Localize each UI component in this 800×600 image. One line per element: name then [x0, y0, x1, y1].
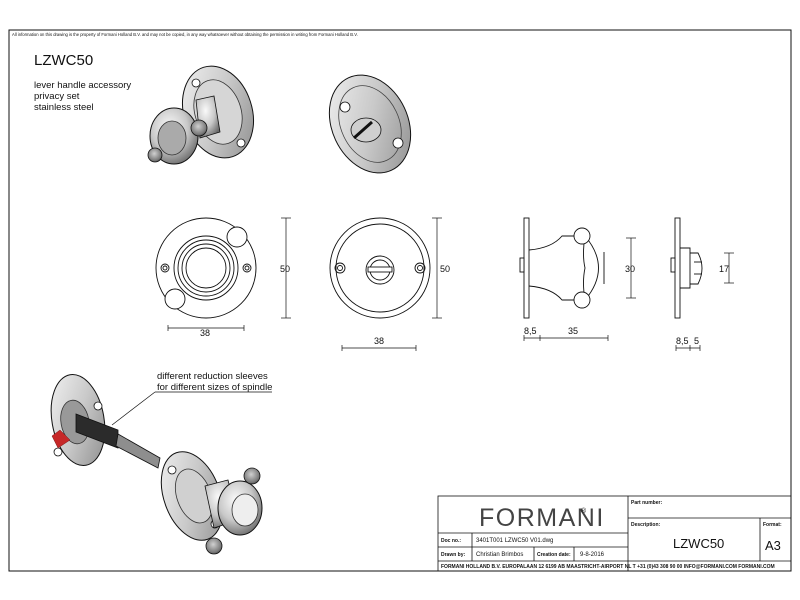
doc-no-label: Doc no.:	[441, 538, 461, 544]
drawn-by-label: Drawn by:	[441, 552, 466, 558]
knob-depth-label: 35	[568, 326, 578, 336]
doc-no-value: 3401T001 LZWC50 V01.dwg	[476, 538, 553, 544]
plate-turn-depth-label: 5	[694, 336, 699, 346]
side-view-plate-height-dim	[724, 252, 734, 284]
knob-height-label: 50	[280, 264, 290, 274]
front-view-plate-width-dim	[341, 345, 417, 351]
description-value: LZWC50	[673, 536, 724, 551]
callout-line-1: different reduction sleeves	[157, 371, 268, 382]
front-view-plate	[329, 217, 431, 319]
side-view-plate-depth-dims	[675, 345, 701, 351]
plate-render-3d	[328, 74, 412, 174]
knob-width-label: 38	[200, 328, 210, 338]
knob-render-3d	[147, 65, 254, 165]
creation-date-value: 9-8-2016	[580, 552, 605, 558]
front-view-knob	[155, 217, 257, 319]
drawn-by-value: Christian Brimbos	[476, 552, 523, 558]
red-sleeve-marker	[51, 429, 71, 449]
side-view-knob	[519, 217, 605, 319]
plate-height-label: 50	[440, 264, 450, 274]
title-block	[437, 495, 792, 572]
sheet-border	[8, 29, 792, 572]
callout-leader	[111, 391, 156, 426]
front-view-knob-height-dim	[281, 217, 291, 319]
brand-logo: FORMANI	[479, 504, 605, 532]
side-view-plate	[670, 217, 703, 319]
description-label: Description:	[631, 522, 661, 528]
product-code: LZWC50	[34, 52, 93, 69]
plate-width-label: 38	[374, 336, 384, 346]
part-number-label: Part number:	[631, 500, 662, 506]
description-line-1: lever handle accessory	[34, 80, 131, 91]
exploded-assembly-3d	[50, 373, 263, 555]
format-label: Format:	[763, 522, 782, 528]
plate-rose-depth-label: 8,5	[676, 336, 689, 346]
legal-notice: All information on this drawing is the p…	[12, 32, 358, 37]
knob-side-height-label: 30	[625, 264, 635, 274]
format-value: A3	[765, 538, 781, 553]
plate-side-height-label: 17	[719, 264, 729, 274]
front-view-plate-height-dim	[432, 217, 442, 319]
knob-rose-depth-label: 8,5	[524, 326, 537, 336]
description-line-2: privacy set	[34, 91, 80, 102]
side-view-knob-height-dim	[626, 237, 636, 299]
callout-line-2: for different sizes of spindle	[157, 382, 272, 393]
side-view-knob-depth-dims	[523, 335, 609, 341]
creation-date-label: Creation date:	[537, 552, 571, 558]
company-address: FORMANI HOLLAND B.V. EUROPALAAN 12 6199 …	[441, 564, 775, 570]
front-view-knob-width-dim	[167, 325, 245, 331]
brand-registered-mark: ®	[581, 507, 587, 515]
description-line-3: stainless steel	[34, 102, 94, 113]
